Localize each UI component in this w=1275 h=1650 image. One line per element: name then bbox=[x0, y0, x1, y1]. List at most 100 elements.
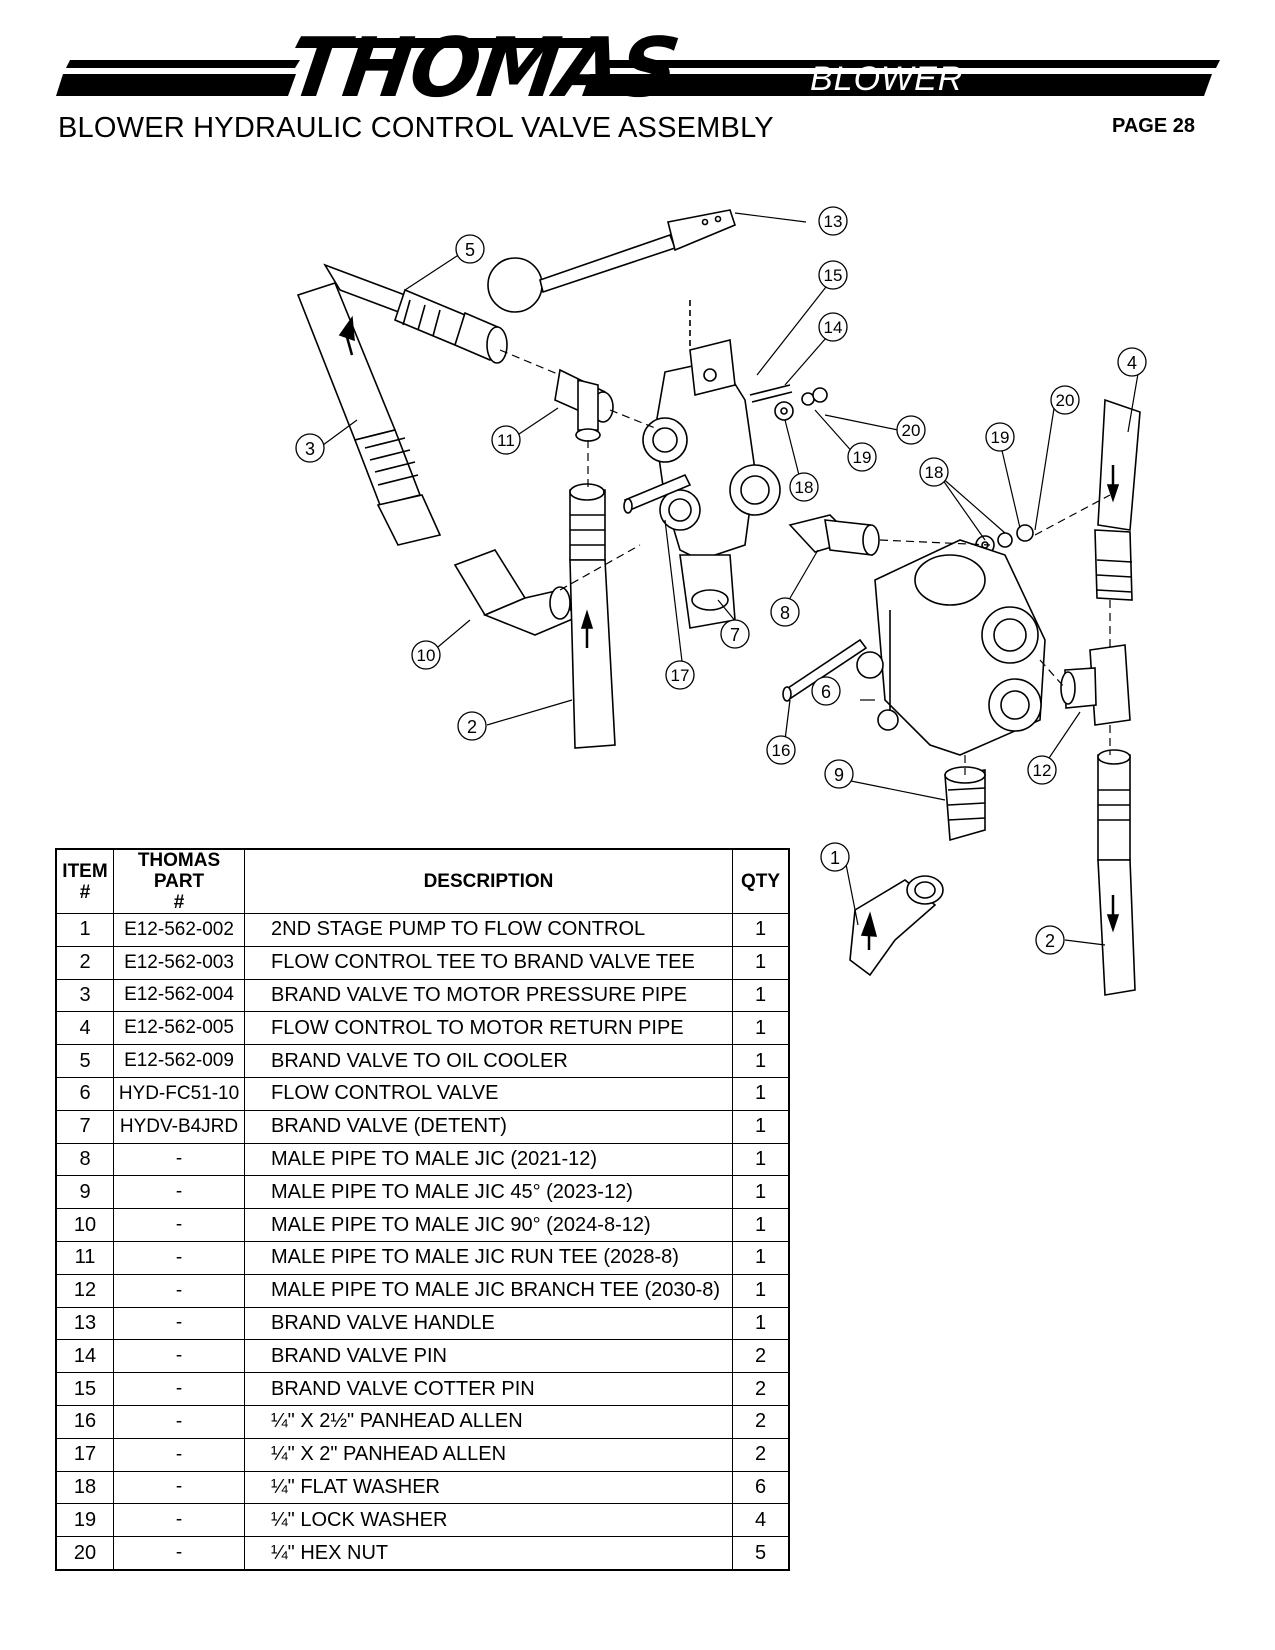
fitting-9 bbox=[944, 766, 986, 842]
row-description: ¼" X 2" PANHEAD ALLEN bbox=[244, 1437, 733, 1472]
callout-12: 12 bbox=[1032, 761, 1052, 780]
callout-16: 16 bbox=[771, 741, 791, 760]
header-description: DESCRIPTION bbox=[244, 848, 733, 914]
row-description: FLOW CONTROL VALVE bbox=[244, 1076, 733, 1111]
row-description: BRAND VALVE (DETENT) bbox=[244, 1109, 733, 1144]
row-part-number: - bbox=[113, 1503, 245, 1538]
row-qty: 1 bbox=[732, 1240, 790, 1275]
hose-2-right bbox=[1097, 749, 1136, 996]
page-title: BLOWER HYDRAULIC CONTROL VALVE ASSEMBLY bbox=[58, 112, 774, 144]
brand-valve-7 bbox=[642, 300, 781, 629]
row-description: ¼" FLAT WASHER bbox=[244, 1470, 733, 1505]
callout-15: 15 bbox=[823, 266, 843, 285]
exploded-assembly-diagram: 1 2 2 3 4 5 6 7 8 9 10 11 12 13 14 15 16… bbox=[0, 160, 1275, 1020]
row-qty: 2 bbox=[732, 1372, 790, 1406]
row-qty: 2 bbox=[732, 1437, 790, 1472]
hose-4 bbox=[1094, 398, 1141, 601]
row-description: MALE PIPE TO MALE JIC BRANCH TEE (2030-8… bbox=[244, 1273, 733, 1308]
row-qty: 6 bbox=[732, 1470, 790, 1505]
row-qty: 1 bbox=[732, 1076, 790, 1111]
bolt-17 bbox=[623, 473, 692, 514]
row-item-number: 2 bbox=[55, 945, 114, 980]
tee-12 bbox=[1060, 644, 1131, 726]
hose-5 bbox=[323, 263, 508, 364]
callout-17: 17 bbox=[670, 666, 690, 685]
row-description: FLOW CONTROL TO MOTOR RETURN PIPE bbox=[244, 1011, 733, 1046]
row-qty: 1 bbox=[732, 945, 790, 980]
row-qty: 2 bbox=[732, 1339, 790, 1374]
callout-bubbles bbox=[295, 206, 1147, 955]
callout-11: 11 bbox=[497, 431, 515, 450]
bolt-16 bbox=[782, 638, 868, 702]
row-qty: 1 bbox=[732, 1175, 790, 1210]
table-row: 12-MALE PIPE TO MALE JIC BRANCH TEE (203… bbox=[55, 1273, 790, 1308]
callout-2: 2 bbox=[1044, 931, 1055, 951]
callout-4: 4 bbox=[1126, 353, 1137, 373]
row-description: MALE PIPE TO MALE JIC (2021-12) bbox=[244, 1142, 733, 1177]
row-description: 2ND STAGE PUMP TO FLOW CONTROL bbox=[244, 913, 733, 947]
row-description: ¼" X 2½" PANHEAD ALLEN bbox=[244, 1404, 733, 1439]
callout-6: 6 bbox=[820, 682, 831, 702]
callout-18: 18 bbox=[924, 463, 944, 482]
header-qty: QTY bbox=[732, 848, 790, 914]
row-part-number: HYD-FC51-10 bbox=[113, 1076, 245, 1111]
callout-7: 7 bbox=[729, 625, 740, 645]
fitting-10 bbox=[453, 549, 577, 636]
diagram-drawing bbox=[295, 206, 1147, 996]
row-description: BRAND VALVE TO MOTOR PRESSURE PIPE bbox=[244, 978, 733, 1013]
row-part-number: - bbox=[113, 1404, 245, 1439]
table-header-row: ITEM# THOMAS PART# DESCRIPTION QTY bbox=[55, 848, 790, 914]
row-item-number: 1 bbox=[55, 913, 114, 947]
row-part-number: - bbox=[113, 1208, 245, 1242]
row-qty: 1 bbox=[732, 1208, 790, 1242]
page-number: PAGE 28 bbox=[1112, 115, 1195, 137]
row-qty: 1 bbox=[732, 1044, 790, 1078]
table-row: 8-MALE PIPE TO MALE JIC (2021-12)1 bbox=[55, 1142, 790, 1177]
row-part-number: - bbox=[113, 1306, 245, 1341]
row-item-number: 17 bbox=[55, 1437, 114, 1472]
row-description: MALE PIPE TO MALE JIC 90° (2024-8-12) bbox=[244, 1208, 733, 1242]
row-qty: 1 bbox=[732, 1011, 790, 1046]
page-header: THOMAS BLOWER BLOWER HYDRAULIC CONTROL V… bbox=[0, 0, 1275, 160]
tee-11 bbox=[554, 368, 614, 442]
row-description: BRAND VALVE TO OIL COOLER bbox=[244, 1044, 733, 1078]
callout-9: 9 bbox=[833, 765, 844, 785]
row-qty: 1 bbox=[732, 1142, 790, 1177]
row-item-number: 10 bbox=[55, 1208, 114, 1242]
row-part-number: E12-562-003 bbox=[113, 945, 245, 980]
hose-1 bbox=[849, 875, 944, 977]
table-row: 11-MALE PIPE TO MALE JIC RUN TEE (2028-8… bbox=[55, 1240, 790, 1275]
callout-1: 1 bbox=[829, 848, 840, 868]
row-description: BRAND VALVE COTTER PIN bbox=[244, 1372, 733, 1406]
section-label: BLOWER bbox=[810, 60, 964, 98]
callout-18: 18 bbox=[794, 478, 814, 497]
flow-control-valve-6 bbox=[856, 539, 1046, 756]
brand-logo: THOMAS bbox=[283, 21, 684, 116]
row-part-number: E12-562-005 bbox=[113, 1011, 245, 1046]
row-description: ¼" HEX NUT bbox=[244, 1536, 733, 1571]
hose-2-left bbox=[569, 483, 616, 749]
row-item-number: 5 bbox=[55, 1044, 114, 1078]
header-stripes bbox=[56, 38, 1220, 96]
row-part-number: - bbox=[113, 1437, 245, 1472]
row-qty: 1 bbox=[732, 1306, 790, 1341]
row-item-number: 8 bbox=[55, 1142, 114, 1177]
row-item-number: 16 bbox=[55, 1404, 114, 1439]
row-item-number: 4 bbox=[55, 1011, 114, 1046]
row-part-number: - bbox=[113, 1273, 245, 1308]
leader-lines bbox=[318, 212, 1141, 946]
callout-19: 19 bbox=[990, 428, 1010, 447]
row-item-number: 3 bbox=[55, 978, 114, 1013]
row-description: MALE PIPE TO MALE JIC 45° (2023-12) bbox=[244, 1175, 733, 1210]
